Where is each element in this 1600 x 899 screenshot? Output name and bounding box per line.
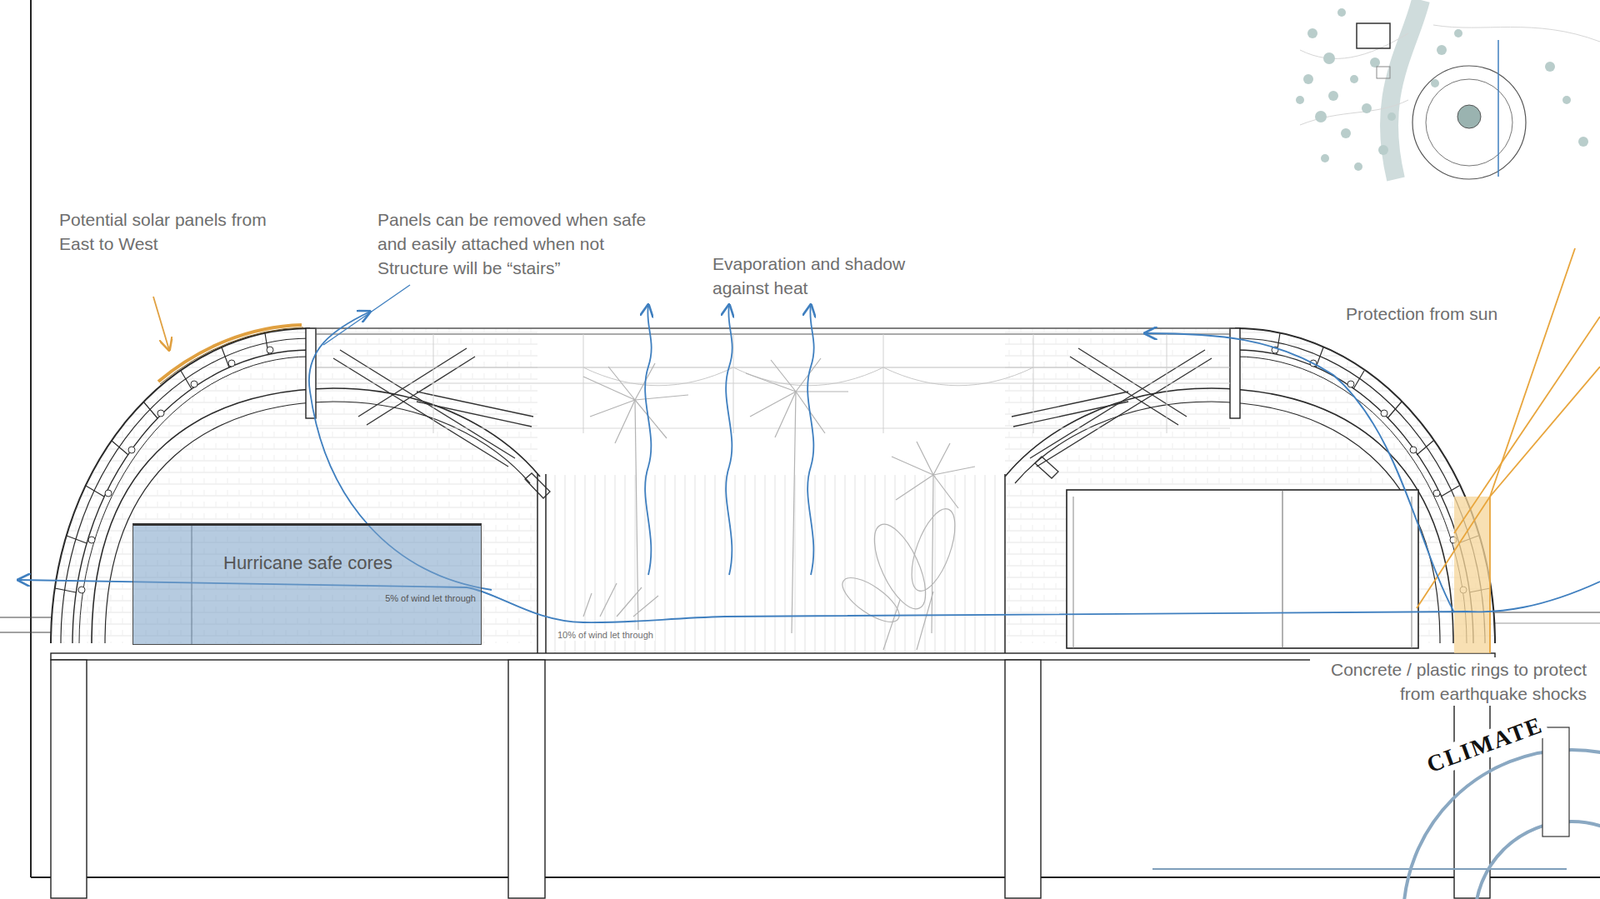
wind-note: 5% of wind let through <box>385 593 476 605</box>
annotation: Protection from sun <box>1345 301 1498 326</box>
annotation: Potential solar panels from East to West <box>59 207 268 256</box>
wind-note: 10% of wind let through <box>555 630 655 641</box>
annotation: Evaporation and shadow against heat <box>712 251 931 300</box>
annotation: Concrete / plastic rings to protect from… <box>1310 657 1589 706</box>
annotation: Panels can be removed when safe and easi… <box>377 207 670 280</box>
node-title: Hurricane safe cores <box>223 552 393 575</box>
hurricane-core: Hurricane safe cores 5% of wind let throu… <box>132 523 482 645</box>
site-plan <box>1295 0 1600 180</box>
